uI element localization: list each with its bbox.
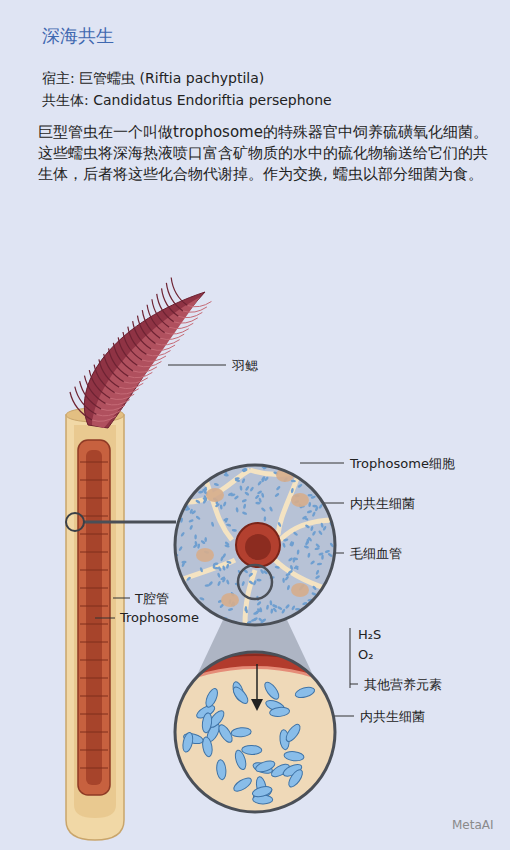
chemical-label: H₂S	[358, 627, 381, 642]
title: 深海共生	[42, 24, 114, 48]
description: 巨型管虫在一个叫做trophosome的特殊器官中饲养硫磺氧化细菌。这些蠕虫将深…	[38, 122, 500, 185]
part-label: 内共生细菌	[350, 495, 415, 513]
part-label: 羽鳃	[232, 357, 258, 375]
symbiont-line: 共生体: Candidatus Endoriftia persephone	[42, 92, 332, 110]
part-label: 内共生细菌	[360, 708, 425, 726]
chemical-label: O₂	[358, 647, 373, 662]
watermark: MetaAI	[452, 818, 494, 832]
part-label: 毛细血管	[350, 545, 402, 563]
part-label: Trophosome	[120, 610, 199, 625]
host-line: 宿主: 巨管蠕虫 (Riftia pachyptila)	[42, 70, 264, 88]
part-label: Trophosome细胞	[350, 455, 455, 473]
part-label: T腔管	[135, 590, 169, 608]
part-label: 其他营养元素	[364, 676, 442, 694]
